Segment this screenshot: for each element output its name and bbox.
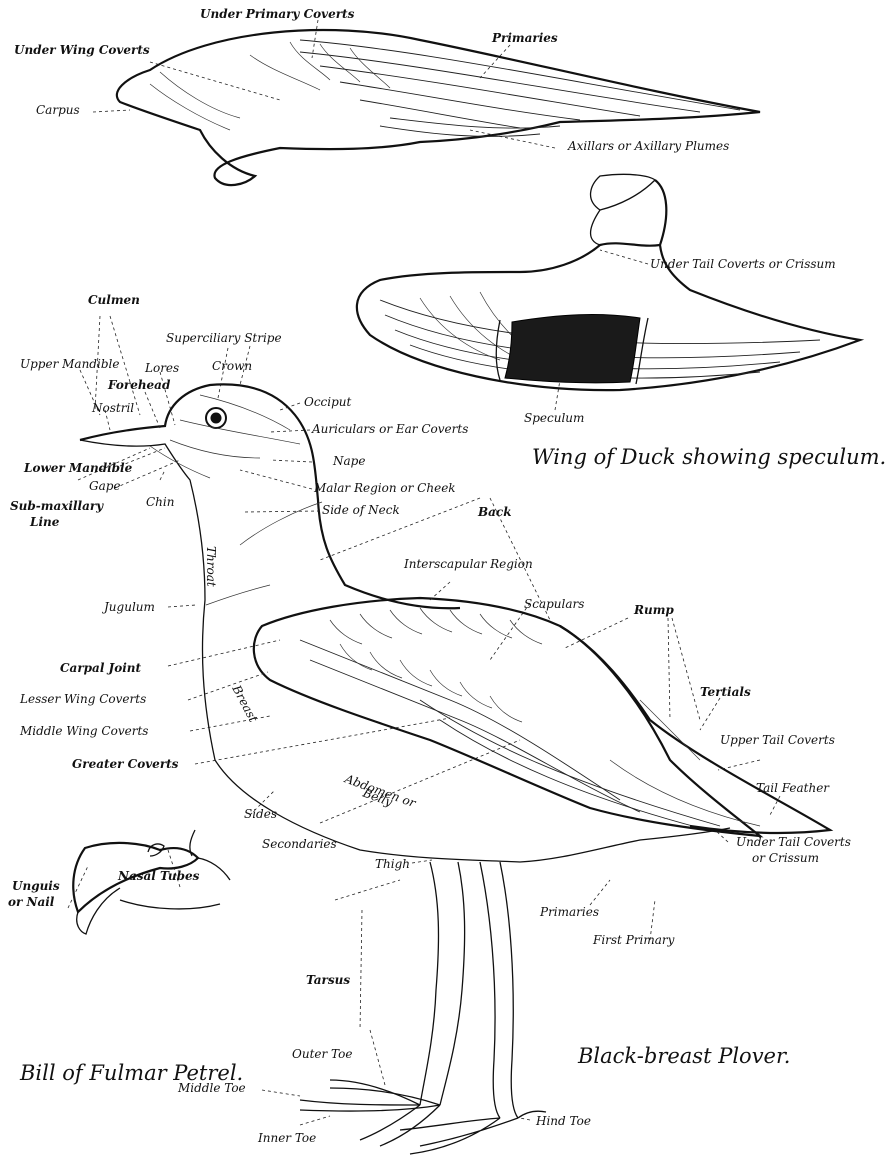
label-lores: Lores — [144, 361, 179, 375]
label-primaries-top: Primaries — [491, 31, 558, 45]
label-jugulum: Jugulum — [101, 600, 155, 614]
label-side-of-neck: Side of Neck — [322, 503, 400, 517]
label-auriculars: Auriculars or Ear Coverts — [311, 422, 468, 436]
label-breast: Breast — [229, 682, 261, 725]
under-wing-drawing — [117, 30, 760, 185]
label-crown: Crown — [212, 359, 252, 373]
label-middle-wing-coverts: Middle Wing Coverts — [19, 724, 148, 738]
label-speculum: Speculum — [524, 411, 584, 425]
label-inner-toe: Inner Toe — [257, 1131, 316, 1145]
label-rump: Rump — [633, 603, 674, 617]
label-back: Back — [477, 505, 512, 519]
label-sub-maxillary-line: Line — [29, 515, 60, 529]
label-outer-toe: Outer Toe — [292, 1047, 352, 1061]
label-secondaries: Secondaries — [262, 837, 337, 851]
label-occiput: Occiput — [304, 395, 352, 409]
caption-plover: Black-breast Plover. — [577, 1044, 790, 1068]
label-throat: Throat — [204, 546, 218, 587]
label-interscapular: Interscapular Region — [403, 557, 533, 571]
plover-drawing — [80, 384, 830, 1154]
label-lower-mandible: Lower Mandible — [23, 461, 133, 475]
label-unguis: Unguis — [12, 879, 60, 893]
label-middle-toe: Middle Toe — [177, 1081, 246, 1095]
label-superciliary: Superciliary Stripe — [166, 331, 282, 345]
label-scapulars: Scapulars — [524, 597, 584, 611]
label-primaries-bottom: Primaries — [539, 905, 599, 919]
label-nasal-tubes: Nasal Tubes — [117, 869, 200, 883]
label-sub-maxillary: Sub-maxillary — [10, 499, 104, 513]
label-carpus: Carpus — [36, 103, 80, 117]
label-upper-tail-coverts: Upper Tail Coverts — [720, 733, 835, 747]
label-under-wing-coverts: Under Wing Coverts — [14, 43, 150, 57]
leader-lines — [68, 20, 780, 1125]
label-chin: Chin — [146, 495, 174, 509]
label-hind-toe: Hind Toe — [535, 1114, 591, 1128]
label-tertials: Tertials — [700, 685, 751, 699]
label-malar: Malar Region or Cheek — [313, 481, 456, 495]
label-under-primary-coverts: Under Primary Coverts — [200, 7, 355, 21]
label-axillars: Axillars or Axillary Plumes — [567, 139, 729, 153]
label-lesser-wing-coverts: Lesser Wing Coverts — [19, 692, 146, 706]
label-under-tail-coverts-top: Under Tail Coverts or Crissum — [650, 257, 836, 271]
duck-wing-drawing — [357, 174, 860, 390]
label-greater-coverts: Greater Coverts — [72, 757, 179, 771]
label-under-tail-coverts-2: or Crissum — [752, 851, 819, 865]
label-gape: Gape — [89, 479, 121, 493]
label-sides: Sides — [244, 807, 277, 821]
label-nape: Nape — [332, 454, 365, 468]
caption-duck-wing: Wing of Duck showing speculum. — [532, 445, 886, 469]
label-nostril: Nostril — [91, 401, 134, 415]
label-under-tail-coverts: Under Tail Coverts — [736, 835, 851, 849]
label-forehead: Forehead — [107, 378, 171, 392]
label-or-nail: or Nail — [8, 895, 55, 909]
label-first-primary: First Primary — [592, 933, 675, 947]
label-carpal-joint: Carpal Joint — [60, 661, 142, 675]
label-thigh: Thigh — [375, 857, 410, 871]
label-culmen: Culmen — [88, 293, 140, 307]
label-upper-mandible: Upper Mandible — [20, 357, 119, 371]
label-tarsus: Tarsus — [306, 973, 350, 987]
label-tail-feather: Tail Feather — [756, 781, 830, 795]
